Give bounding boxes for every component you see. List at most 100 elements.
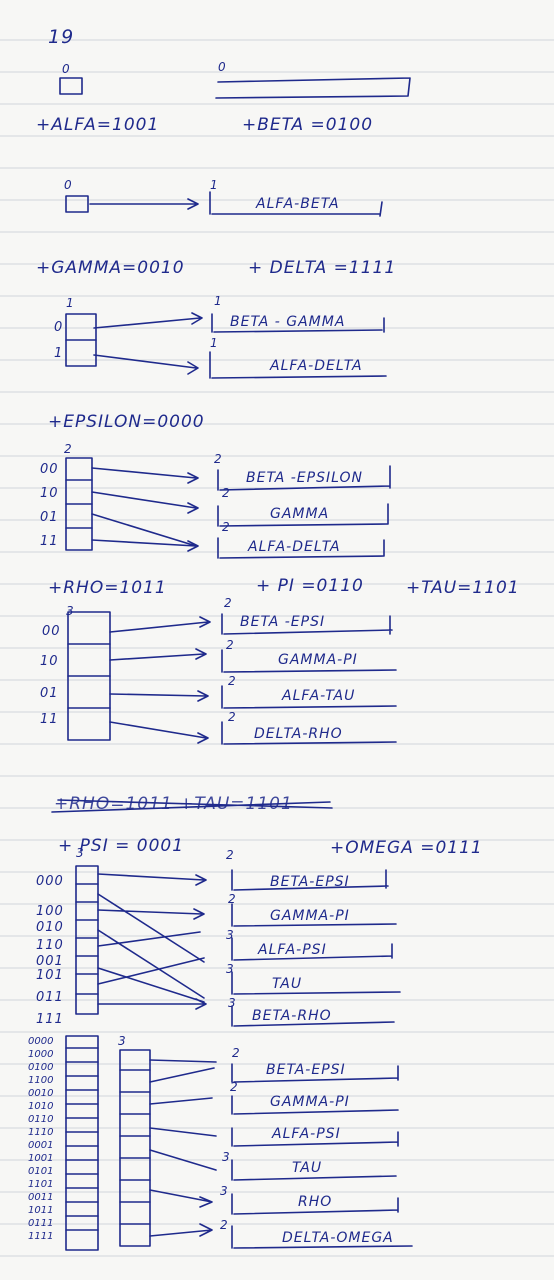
step1-directory	[59, 77, 83, 95]
step6-directory	[75, 865, 99, 1015]
step6-bucket4-label: TAU	[272, 976, 303, 992]
step6-bucket1-depth: 2	[226, 848, 235, 862]
step6-dir-depth: 3	[76, 846, 85, 860]
step5-bucket1-label: BETA -EPSI	[240, 614, 326, 630]
step2-bucket	[209, 191, 383, 217]
step6-dir-label-2: 010	[36, 920, 64, 935]
step3-bucket2-label: ALFA-DELTA	[270, 358, 363, 374]
step5-bucket-4	[221, 721, 397, 745]
step7-bucket2-depth: 2	[230, 1080, 239, 1094]
step7-bucket-4	[231, 1159, 397, 1181]
step7-dir-rows-col-1	[65, 1047, 99, 1231]
step2-bucket-label: ALFA-BETA	[256, 196, 340, 212]
step3-bucket2-depth: 1	[210, 336, 219, 350]
step5-dir-label-1: 10	[40, 654, 59, 669]
step7-dir-label-12: 0011	[28, 1192, 54, 1203]
step7-bucket-6	[231, 1225, 413, 1249]
step5-bucket-3	[221, 685, 397, 709]
step4-bucket-3	[217, 537, 385, 559]
step6-crossout	[51, 799, 333, 813]
step6-bucket-1	[231, 869, 389, 891]
step4-dir-depth: 2	[64, 442, 73, 456]
step6-bucket5-label: BETA-RHO	[252, 1008, 332, 1024]
step6-insert-omega: +OMEGA =0111	[330, 838, 483, 858]
step5-bucket2-label: GAMMA-PI	[278, 652, 358, 668]
step7-bucket1-depth: 2	[232, 1046, 241, 1060]
step7-dir-label-10: 0101	[28, 1166, 54, 1177]
step6-dir-label-1: 100	[36, 904, 64, 919]
step4-bucket-1	[217, 465, 391, 491]
step4-dir-label-2: 01	[40, 510, 59, 525]
step4-bucket1-label: BETA -EPSILON	[246, 470, 363, 486]
step7-dir-rows-col-2	[119, 1069, 151, 1225]
step6-bucket2-depth: 2	[228, 892, 237, 906]
step6-bucket-4	[231, 971, 401, 995]
step5-insert-pi: + PI =0110	[256, 576, 364, 596]
step1-insert-beta: +BETA =0100	[242, 115, 374, 135]
step7-bucket-2	[231, 1095, 399, 1115]
step1-empty-bucket	[215, 77, 411, 99]
step5-insert-tau: +TAU=1101	[406, 578, 520, 598]
step3-dir-label-0: 0	[54, 320, 64, 335]
step5-bucket-2	[221, 649, 397, 673]
step7-dir-label-13: 1011	[28, 1205, 54, 1216]
step2-pointer	[89, 198, 199, 210]
step4-bucket2-label: GAMMA	[270, 506, 330, 522]
step4-insert-epsilon: +EPSILON=0000	[48, 412, 205, 432]
step6-dir-label-3: 110	[36, 938, 64, 953]
step5-bucket4-depth: 2	[228, 710, 237, 724]
step3-bucket-2	[209, 351, 387, 379]
step4-bucket-2	[217, 503, 389, 527]
step7-bucket5-depth: 2	[220, 1218, 229, 1232]
step6-insert-psi: + PSI = 0001	[58, 836, 185, 856]
step3-insert-gamma: +GAMMA=0010	[36, 258, 185, 278]
step4-bucket3-depth: 2	[222, 520, 231, 534]
step5-bucket-1	[221, 613, 393, 635]
step3-bucket-1	[211, 313, 385, 333]
step6-dir-label-7: 111	[36, 1012, 64, 1027]
step7-dir-label-7: 1110	[28, 1127, 54, 1138]
step6-bucket3-depth: 3	[226, 928, 235, 942]
step7-bucket-1	[231, 1063, 399, 1083]
step7-dir-label-9: 1001	[28, 1153, 54, 1164]
step6-dir-label-0: 000	[36, 874, 64, 889]
step3-dir-label-1: 1	[54, 346, 64, 361]
step6-dir-label-4: 001	[36, 954, 64, 969]
step5-insert-rho: +RHO=1011	[48, 578, 167, 598]
step6-bucket3-label: ALFA-PSI	[258, 942, 327, 958]
step2-bucket-depth: 1	[210, 178, 219, 192]
step5-pointers	[109, 616, 211, 744]
step4-pointers	[91, 467, 199, 552]
step5-dir-depth: 3	[66, 604, 75, 618]
step6-bucket2-label: GAMMA-PI	[270, 908, 350, 924]
step6-bucket5-depth: 3	[228, 996, 237, 1010]
step7-bucket5-label: RHO	[298, 1194, 333, 1210]
step3-insert-delta: + DELTA =1111	[248, 258, 397, 278]
step7-dir-label-11: 1101	[28, 1179, 54, 1190]
step2-directory	[65, 195, 89, 213]
step1-bucket-depth: 0	[218, 60, 227, 74]
step7-dir-label-1: 1000	[28, 1049, 54, 1060]
step4-bucket3-label: ALFA-DELTA	[248, 539, 341, 555]
step3-pointers	[93, 312, 203, 375]
step5-bucket3-depth: 2	[228, 674, 237, 688]
step6-bucket-5	[231, 1005, 395, 1027]
step7-dir-label-5: 1010	[28, 1101, 54, 1112]
step7-bucket-3	[231, 1127, 399, 1147]
step4-dir-label-3: 11	[40, 534, 59, 549]
step3-bucket1-depth: 1	[214, 294, 223, 308]
step3-bucket1-label: BETA - GAMMA	[230, 314, 346, 330]
step7-dir-label-0: 0000	[28, 1036, 54, 1047]
step7-bucket3-depth: 3	[222, 1150, 231, 1164]
step7-bucket6-label: DELTA-OMEGA	[282, 1230, 394, 1246]
step7-bucket2-label: GAMMA-PI	[270, 1094, 350, 1110]
step7-directory-col-2	[119, 1049, 151, 1247]
step5-bucket2-depth: 2	[226, 638, 235, 652]
step5-bucket3-label: ALFA-TAU	[282, 688, 356, 704]
step7-dir-label-14: 0111	[28, 1218, 54, 1229]
step7-bucket3-label: ALFA-PSI	[272, 1126, 341, 1142]
step7-bucket-5	[231, 1193, 399, 1215]
step7-dir-label-15: 1111	[28, 1231, 54, 1242]
step6-pointers	[97, 873, 207, 1010]
ruled-lines	[0, 39, 554, 1257]
